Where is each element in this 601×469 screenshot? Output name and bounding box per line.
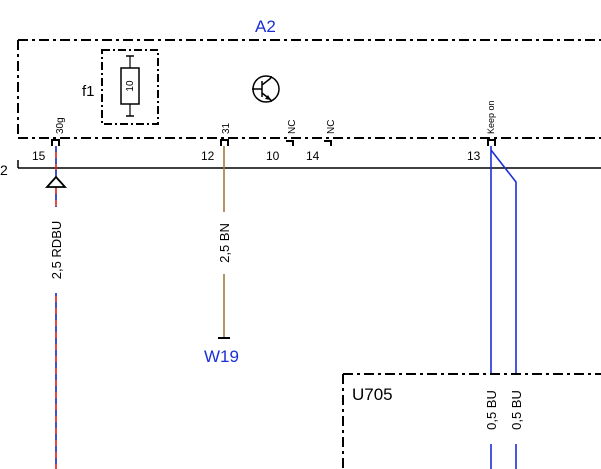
wire-bu-1: 0,5 BU [482,146,500,469]
fuse-label: f1 [82,83,95,100]
pin-14-number: 14 [306,149,320,163]
wire-rdbu: 2,5 RDBU [47,146,65,469]
ground-label: W19 [204,347,239,366]
splice-triangle-icon [44,175,68,188]
transistor-icon [252,75,280,103]
fuse-value: 10 [125,80,136,92]
wire-bu-2-label: 0,5 BU [509,390,524,430]
pin-15: 30g 15 [32,117,66,163]
pin-14-terminal: NC [326,120,337,134]
pin-10: NC 10 [266,120,298,163]
wire-rdbu-label: 2,5 RDBU [49,221,64,280]
module-a2-boundary [17,39,601,139]
wire-bn: 2,5 BN [215,146,233,339]
pin-15-number: 15 [32,149,46,163]
module-a2-label: A2 [255,17,276,36]
component-u705-boundary [342,373,601,469]
pin-15-terminal: 30g [55,117,66,134]
fuse-housing [101,49,159,125]
connector-number: 2 [0,162,8,178]
pin-13-number: 13 [467,149,481,163]
component-u705-label: U705 [352,385,393,404]
pin-13-terminal: Keep on [486,100,496,134]
pin-10-number: 10 [266,149,280,163]
pin-12-number: 12 [201,149,215,163]
pin-12: 31 12 [201,122,232,163]
fuse-body [120,67,140,105]
wire-bu-1-label: 0,5 BU [484,390,499,430]
pin-12-terminal: 31 [221,122,232,134]
pin-13: Keep on 13 [467,100,496,163]
pin-10-terminal: NC [287,120,298,134]
wire-bn-label: 2,5 BN [217,223,232,263]
fuse-f1: 10 [101,49,159,125]
pin-14: NC 14 [306,120,337,163]
